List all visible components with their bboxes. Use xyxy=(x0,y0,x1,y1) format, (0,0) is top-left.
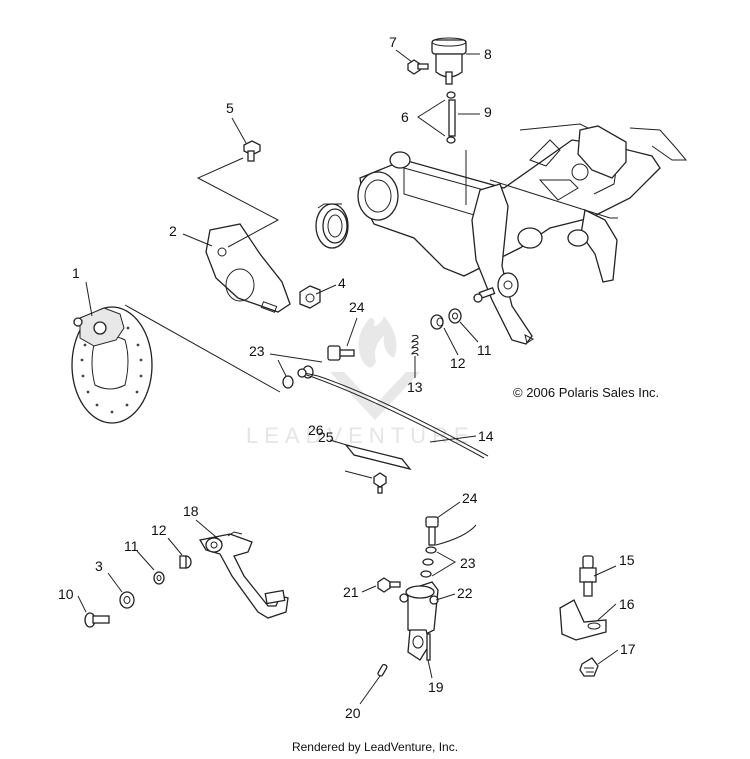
part-11-washer-lower xyxy=(153,571,165,585)
leader-22 xyxy=(435,593,456,601)
leader-10 xyxy=(77,595,87,613)
callout-13: 13 xyxy=(407,379,423,395)
callout-19: 19 xyxy=(428,679,444,695)
leader-25 xyxy=(344,470,373,479)
part-1-brake-disc-caliper xyxy=(71,306,153,424)
leader-23-upper-b xyxy=(277,359,287,377)
leader-15 xyxy=(593,565,617,577)
callout-4: 4 xyxy=(338,275,346,291)
callout-14: 14 xyxy=(478,428,494,444)
part-swingarm-assembly xyxy=(357,123,688,345)
callout-16: 16 xyxy=(619,596,635,612)
part-16-switch-bracket xyxy=(559,599,607,641)
callout-11-lower: 11 xyxy=(124,538,139,554)
footer-credit: Rendered by LeadVenture, Inc. xyxy=(291,740,459,754)
leader-12-lower xyxy=(167,537,183,556)
callout-24-lower: 24 xyxy=(462,490,478,506)
leader-5 xyxy=(231,117,247,144)
part-2-caliper-bracket xyxy=(205,223,291,313)
copyright-notice: © 2006 Polaris Sales Inc. xyxy=(513,385,660,400)
part-10-bolt xyxy=(84,612,110,628)
part-8-reservoir xyxy=(431,37,467,85)
part-6-o-rings xyxy=(446,91,456,144)
part-26-guard xyxy=(344,443,412,471)
callout-12-lower: 12 xyxy=(151,522,167,538)
part-24-bolt-lower xyxy=(425,516,439,546)
callout-12-upper: 12 xyxy=(450,355,466,371)
part-24-bolt-upper xyxy=(327,345,355,361)
callout-5: 5 xyxy=(226,100,234,116)
part-5-bolt xyxy=(243,140,261,162)
callout-1: 1 xyxy=(72,265,80,281)
part-19-pin xyxy=(426,633,433,679)
callout-23-lower: 23 xyxy=(460,555,476,571)
watermark-logo: LEADVENTURE xyxy=(246,316,475,448)
leader-12-upper xyxy=(443,327,459,356)
part-20-cotter-pin xyxy=(359,663,388,705)
leader-23-lower xyxy=(431,551,456,577)
part-23-washers-upper xyxy=(282,365,314,389)
leader-11-upper xyxy=(459,321,479,343)
leader-5-bracket xyxy=(196,157,280,248)
callout-23-upper: 23 xyxy=(249,343,265,359)
callout-21: 21 xyxy=(343,584,359,600)
part-22-master-cylinder xyxy=(399,581,439,661)
part-23-washers-lower xyxy=(420,546,437,578)
leader-26 xyxy=(329,439,351,447)
part-pin-upper xyxy=(473,286,496,303)
part-15-brake-switch xyxy=(579,555,597,597)
part-25-screw xyxy=(373,472,387,494)
part-7-bolt xyxy=(407,59,429,75)
part-14-brake-cable xyxy=(297,368,489,459)
hose-lower xyxy=(435,524,477,546)
part-bearing-seal xyxy=(315,203,349,249)
callout-25: 25 xyxy=(318,429,334,445)
callout-15: 15 xyxy=(619,552,635,568)
leader-14 xyxy=(429,435,477,443)
callout-2: 2 xyxy=(169,223,177,239)
part-3-washer xyxy=(119,591,135,609)
leader-1 xyxy=(85,281,93,317)
leader-4 xyxy=(315,284,337,295)
part-12-bushing-lower xyxy=(179,555,192,569)
leader-7 xyxy=(395,49,413,63)
part-18-brake-pedal xyxy=(198,531,289,619)
part-21-screw xyxy=(377,577,401,593)
callout-8: 8 xyxy=(484,46,492,62)
part-13-spring xyxy=(411,334,419,378)
callout-26: 26 xyxy=(308,422,324,438)
part-9-hose xyxy=(448,99,456,137)
callout-7: 7 xyxy=(389,34,397,50)
part-17-clip xyxy=(579,657,599,677)
part-4-nut xyxy=(299,285,321,309)
leader-18 xyxy=(195,519,223,543)
part-11-washer-upper xyxy=(448,308,462,324)
leader-2 xyxy=(182,233,213,247)
callout-17: 17 xyxy=(620,641,636,657)
part-12-bushing-upper xyxy=(430,314,444,330)
leader-24-lower xyxy=(436,501,461,519)
callout-3: 3 xyxy=(95,558,103,574)
leader-21 xyxy=(361,585,377,593)
leader-1-disc xyxy=(124,304,281,393)
callout-6: 6 xyxy=(401,109,409,125)
callout-18: 18 xyxy=(183,503,199,519)
leader-11-lower xyxy=(136,550,155,571)
leader-3 xyxy=(107,572,123,593)
watermark-text: LEADVENTURE xyxy=(246,423,475,448)
leader-6 xyxy=(417,99,446,137)
callout-9: 9 xyxy=(484,104,492,120)
callout-22: 22 xyxy=(457,585,473,601)
leader-17 xyxy=(597,649,619,665)
leader-16 xyxy=(597,603,617,621)
leader-24-upper xyxy=(346,317,358,347)
callout-11-upper: 11 xyxy=(477,342,492,358)
callout-24-upper: 24 xyxy=(349,299,365,315)
leader-23-upper xyxy=(269,353,323,363)
callout-20: 20 xyxy=(345,705,361,721)
callout-10: 10 xyxy=(58,586,74,602)
